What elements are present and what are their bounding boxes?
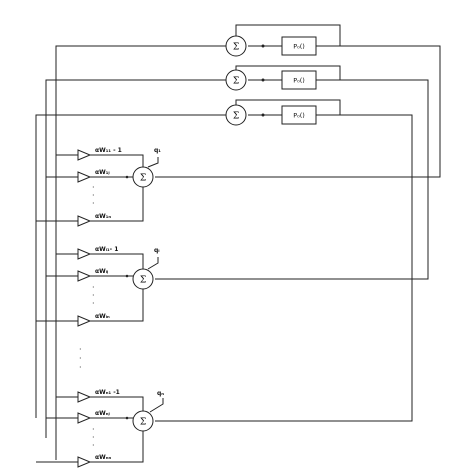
gain-amplifier [77, 456, 92, 468]
gain-amplifier [77, 215, 92, 227]
feedback-bus-2 [45, 79, 226, 438]
top-unit-1: Σ P₀() [225, 24, 341, 57]
ellipsis-dot: · [92, 291, 95, 300]
weight-group-n: αWₙ₁ -1 αWₙⱼ αWₙₙ · · · Σ qₙ [36, 389, 164, 468]
ellipsis-dot: · [92, 199, 95, 208]
gain-amplifier [77, 149, 92, 161]
ellipsis-dot: · [92, 299, 95, 308]
activation-box-label: P₀() [293, 43, 305, 51]
summation-symbol: Σ [140, 174, 146, 184]
gain-amplifier [77, 315, 92, 327]
gain-amplifier [77, 412, 92, 424]
weight-label: αWₙⱼ [95, 410, 110, 417]
ellipsis-dot: · [79, 354, 82, 363]
ellipsis-dot: · [92, 425, 95, 434]
return-line-1 [155, 45, 441, 178]
gain-amplifier [77, 391, 92, 403]
return-line-2 [155, 79, 429, 280]
ellipsis-dot: · [79, 363, 82, 372]
weight-label: αWₙₙ [95, 454, 111, 461]
weight-group-1: αW₁₁ - 1 αW₁ⱼ αW₁ₙ · · · Σ q₁ [36, 147, 161, 227]
ellipsis-dot: · [92, 283, 95, 292]
bias-label: qᵢ [154, 247, 160, 254]
summation-node [132, 410, 154, 432]
summation-node [132, 166, 154, 188]
bias-label: qₙ [157, 390, 164, 397]
weight-label: αWᵢₙ [95, 313, 110, 320]
activation-box [281, 36, 317, 56]
activation-box-label: P₀() [293, 112, 305, 120]
ellipsis-dot: · [92, 441, 95, 450]
ellipsis-dot: · [92, 433, 95, 442]
top-unit-2: Σ P₀() [225, 65, 341, 91]
bias-label: q₁ [154, 147, 161, 154]
feedback-bus-3 [35, 114, 226, 418]
summation-symbol: Σ [140, 276, 146, 286]
weight-label: αWᵢⱼ [95, 268, 108, 275]
summation-symbol: Σ [233, 43, 239, 53]
weight-label: αWᵢ₁- 1 [95, 246, 118, 253]
return-line-3 [155, 114, 413, 422]
weight-group-2: αWᵢ₁- 1 αWᵢⱼ αWᵢₙ · · · Σ qᵢ [36, 246, 160, 327]
weight-label: αW₁ₙ [95, 213, 111, 220]
weight-label: αW₁₁ - 1 [95, 147, 122, 154]
summation-symbol: Σ [233, 112, 239, 122]
activation-box [281, 70, 317, 90]
weight-label: αW₁ⱼ [95, 169, 110, 176]
summation-node [132, 268, 154, 290]
ellipsis-dot: · [92, 183, 95, 192]
activation-box [281, 105, 317, 125]
activation-box-label: P₀() [293, 77, 305, 85]
feedback-bus-1 [55, 45, 226, 460]
summation-symbol: Σ [233, 77, 239, 87]
gain-amplifier [77, 270, 92, 282]
ellipsis-dot: · [79, 345, 82, 354]
top-unit-3: Σ P₀() [225, 99, 341, 126]
summation-symbol: Σ [140, 418, 146, 428]
gain-amplifier [77, 171, 92, 183]
weight-label: αWₙ₁ -1 [95, 389, 120, 396]
ellipsis-dot: · [92, 191, 95, 200]
gain-amplifier [77, 248, 92, 260]
